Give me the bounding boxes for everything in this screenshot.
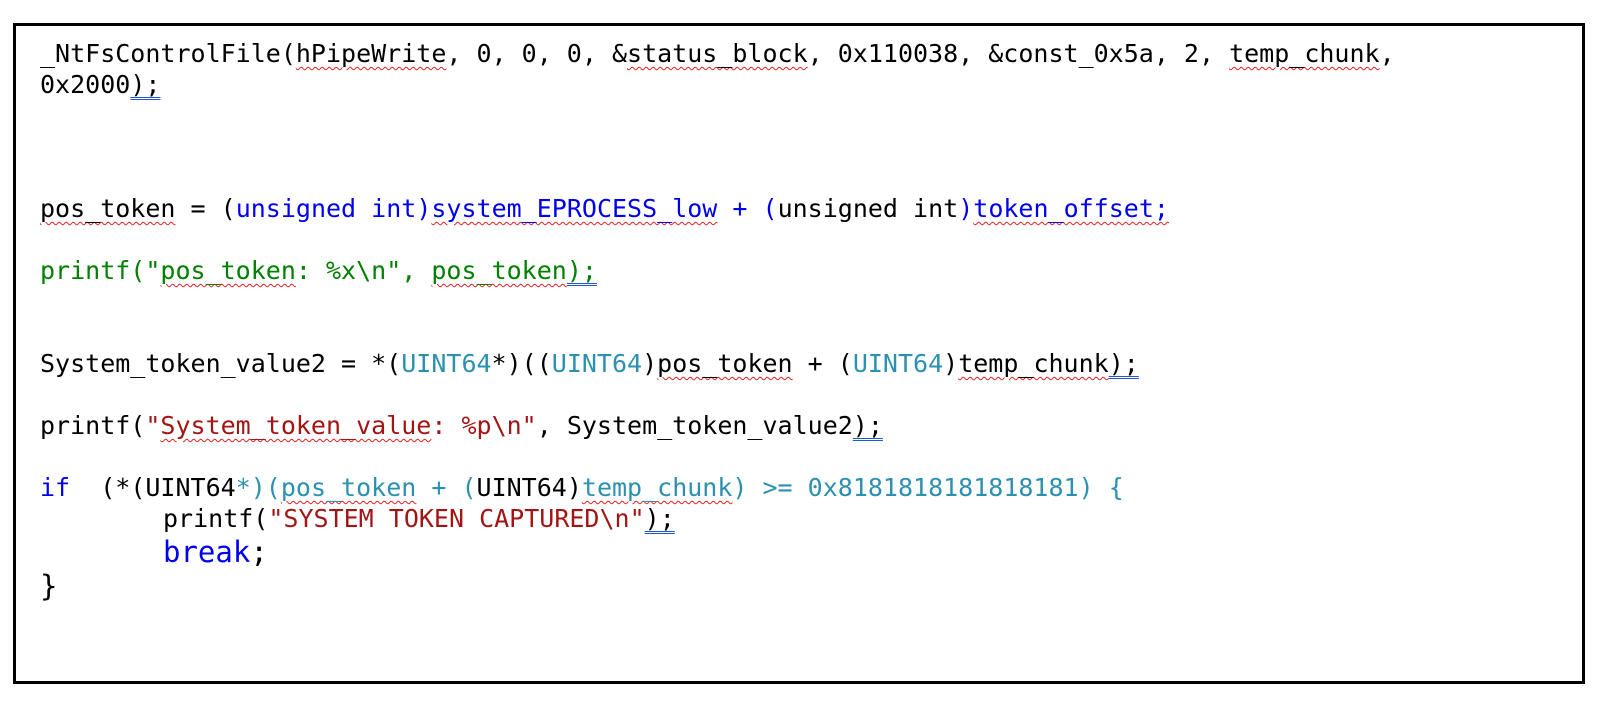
code-token: ); [566, 256, 597, 285]
code-token: if [40, 473, 71, 502]
code-token: status_block [627, 39, 808, 68]
code-token: UINT64 [551, 349, 643, 378]
code-token: temp_chunk [581, 473, 733, 502]
code-line-7: if (*(UINT64*)(pos_token + (UINT64)temp_… [40, 472, 1124, 504]
code-token: system_EPROCESS_low [431, 194, 718, 223]
code-token: , System_token_value2 [536, 411, 853, 440]
code-token: ); [852, 411, 883, 440]
code-token: *)( [235, 473, 281, 502]
code-token: " [145, 411, 161, 440]
code-token: pos_token [160, 256, 296, 285]
code-token: ); [1108, 349, 1139, 378]
code-token: ) [642, 349, 658, 378]
code-token: pos_token [280, 473, 417, 502]
code-token: _NtFsControlFile( [40, 39, 296, 68]
code-token: ; [250, 535, 268, 569]
code-token: ) [416, 194, 432, 223]
code-token: UINT64 [401, 349, 492, 378]
code-token: temp_chunk [1229, 39, 1380, 68]
code-token: System_token_value [160, 411, 432, 440]
code-token: UINT64 [852, 349, 944, 378]
code-token: ); [644, 504, 675, 533]
code-token: ); [130, 70, 161, 99]
code-line-5: System_token_value2 = *(UINT64*)((UINT64… [40, 348, 1139, 380]
code-token: pos_token [431, 256, 567, 285]
code-token: } [40, 569, 58, 603]
code-token: token_offset; [973, 194, 1169, 223]
code-token: ) [958, 194, 974, 223]
code-token: "SYSTEM TOKEN CAPTURED\n" [268, 504, 645, 533]
code-token: printf( [40, 411, 146, 440]
code-token: break [163, 535, 251, 569]
code-line-10: } [40, 570, 57, 602]
code-token: UINT64) [476, 473, 582, 502]
code-line-8: printf("SYSTEM TOKEN CAPTURED\n"); [163, 503, 675, 535]
code-token: 0x2000 [40, 70, 131, 99]
code-line-2: 0x2000); [40, 69, 160, 101]
code-line-9: break; [163, 536, 268, 568]
code-token: pos_token [40, 194, 176, 223]
code-token: temp_chunk [958, 349, 1109, 378]
code-token: System_token_value2 = *( [40, 349, 402, 378]
code-token: *)(( [491, 349, 552, 378]
code-token: unsigned int [235, 194, 417, 223]
code-token: = ( [175, 194, 236, 223]
code-frame: _NtFsControlFile(hPipeWrite, 0, 0, 0, &s… [13, 23, 1585, 684]
code-token: , 0x110038, &const_0x5a, 2, [807, 39, 1230, 68]
code-token: ) >= 0x8181818181818181) { [732, 473, 1124, 502]
code-token: printf( [163, 504, 269, 533]
code-token: : %p\n" [431, 411, 537, 440]
code-line-6: printf("System_token_value: %p\n", Syste… [40, 410, 883, 442]
code-line-1: _NtFsControlFile(hPipeWrite, 0, 0, 0, &s… [40, 38, 1395, 70]
code-token: hPipeWrite [295, 39, 447, 68]
code-token: unsigned int [777, 194, 959, 223]
code-token: (*(UINT64 [70, 473, 236, 502]
code-token: ) [943, 349, 959, 378]
code-token: , 0, 0, 0, & [446, 39, 628, 68]
code-token: + ( [416, 473, 477, 502]
code-line-4: printf("pos_token: %x\n", pos_token); [40, 255, 597, 287]
code-token: + ( [717, 194, 778, 223]
code-token: printf(" [40, 256, 161, 285]
code-token: : %x\n", [295, 256, 432, 285]
code-token: pos_token [657, 349, 793, 378]
code-line-3: pos_token = (unsigned int)system_EPROCES… [40, 193, 1169, 225]
code-token: , [1379, 39, 1395, 68]
code-token: + ( [792, 349, 853, 378]
code-block: _NtFsControlFile(hPipeWrite, 0, 0, 0, &s… [16, 26, 1582, 681]
